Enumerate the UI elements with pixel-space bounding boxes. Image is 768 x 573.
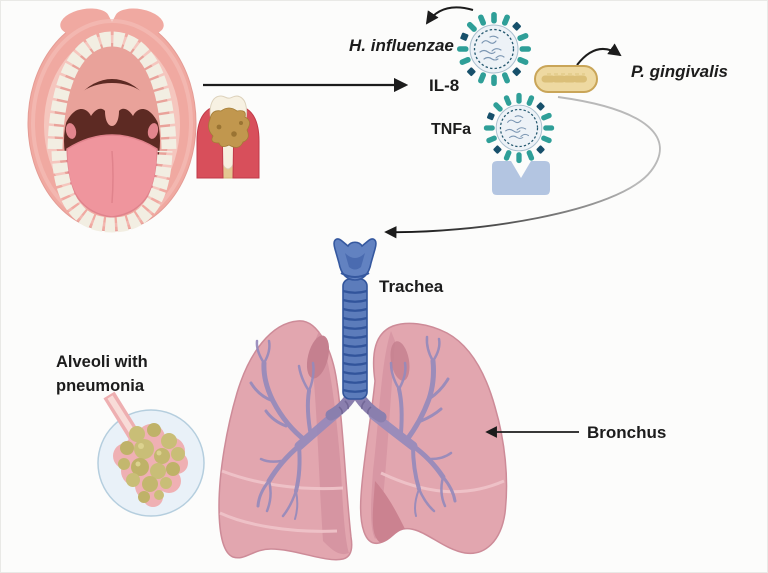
alveoli-label-line2: pneumonia xyxy=(56,377,145,395)
alveoli-pneumonia-inset-icon xyxy=(97,391,205,517)
bacterium-to-pgingivalis-arrow xyxy=(576,43,622,66)
left-lung-shade xyxy=(311,331,349,555)
lungs-icon xyxy=(218,320,508,561)
alveoli-sacs xyxy=(118,423,185,503)
virus-particle-top-icon xyxy=(456,11,532,87)
virus-particle-bottom-icon xyxy=(483,92,555,164)
h-influenzae-label: H. influenzae xyxy=(349,36,454,55)
rod-bacterium-icon xyxy=(534,65,598,93)
periodontitis-tooth-icon xyxy=(196,95,260,179)
p-gingivalis-label: P. gingivalis xyxy=(631,62,728,81)
alveoli-label-line1: Alveoli with xyxy=(56,353,148,371)
bronchus-label: Bronchus xyxy=(587,423,666,442)
right-lung xyxy=(359,322,508,555)
tnfa-label: TNFa xyxy=(431,121,471,138)
trachea-label: Trachea xyxy=(379,277,444,296)
virus-to-hinfluenzae-arrow xyxy=(425,6,474,25)
right-lung-lower-shade xyxy=(372,481,405,543)
trachea-icon xyxy=(333,238,377,400)
open-mouth-icon xyxy=(27,7,197,233)
immune-receptor-icon xyxy=(492,161,550,195)
oral-to-lung-curved-arrow xyxy=(384,96,661,239)
il8-label: IL-8 xyxy=(429,76,459,95)
